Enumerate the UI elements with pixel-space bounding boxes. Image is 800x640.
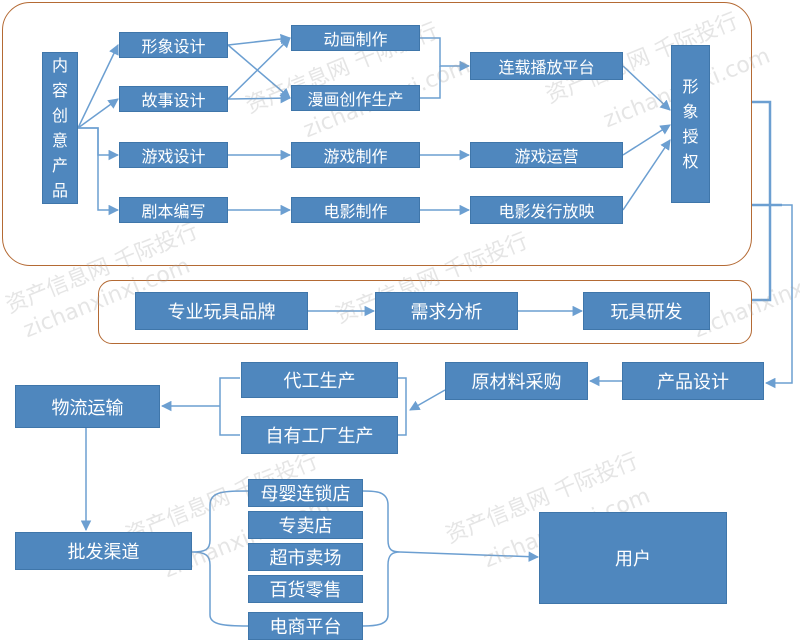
node-label: 需求分析 xyxy=(410,302,483,323)
channel-right-bracket xyxy=(362,490,401,627)
node-label: 原材料采购 xyxy=(471,372,562,393)
arrow-operation-to-licensing xyxy=(622,124,671,156)
node-toy-brand: 专业玩具品牌 xyxy=(135,292,308,330)
node-label: 批发渠道 xyxy=(67,542,140,563)
node-label: 电影发行放映 xyxy=(498,202,595,221)
node-label: 物流运输 xyxy=(51,397,124,419)
node-label: 玩具研发 xyxy=(610,302,683,323)
arrow-content-to-image xyxy=(77,44,119,129)
arrow-content-to-story xyxy=(77,98,119,129)
node-ecommerce: 电商平台 xyxy=(248,612,363,640)
arrow-story-to-comic xyxy=(227,92,292,104)
right-bracket xyxy=(752,100,782,302)
node-label: 专卖店 xyxy=(278,516,333,537)
node-animation-production: 动画制作 xyxy=(291,25,420,51)
arrow-anim-to-platform xyxy=(420,37,471,72)
node-label: 用户 xyxy=(615,549,651,570)
node-label: 内容创意产品 xyxy=(52,56,69,200)
node-game-operation: 游戏运营 xyxy=(470,142,623,168)
node-game-production: 游戏制作 xyxy=(291,142,420,168)
node-script-writing: 剧本编写 xyxy=(119,197,228,223)
node-maternity-chain: 母婴连锁店 xyxy=(248,479,363,507)
node-specialty-store: 专卖店 xyxy=(248,511,363,539)
factory-left-bracket xyxy=(210,377,240,436)
arrow-purchase-to-production xyxy=(409,389,446,411)
node-label: 母婴连锁店 xyxy=(260,484,351,505)
node-label: 游戏运营 xyxy=(514,147,579,166)
node-film-production: 电影制作 xyxy=(291,197,420,223)
node-demand-analysis: 需求分析 xyxy=(375,292,518,330)
node-image-design: 形象设计 xyxy=(119,32,228,58)
arrow-release-to-licensing xyxy=(622,139,671,211)
arrow-bracket-to-product-design xyxy=(764,204,793,389)
node-label: 游戏设计 xyxy=(141,147,206,166)
node-image-licensing: 形象授权 xyxy=(671,45,710,203)
production-bracket xyxy=(398,377,407,436)
node-toy-rnd: 玩具研发 xyxy=(583,292,710,330)
node-serial-platform: 连载播放平台 xyxy=(470,52,623,80)
toy-brand-group xyxy=(98,280,752,344)
channel-left-bracket xyxy=(191,490,249,627)
node-raw-material-purchase: 原材料采购 xyxy=(445,362,588,400)
arrow-content-to-script xyxy=(78,127,120,216)
arrow-story-to-animation xyxy=(227,37,291,100)
node-story-design: 故事设计 xyxy=(119,86,228,112)
node-label: 剧本编写 xyxy=(141,202,206,221)
arrow-comic-to-platform xyxy=(420,66,441,99)
node-logistics: 物流运输 xyxy=(15,385,160,428)
node-supermarket: 超市卖场 xyxy=(248,543,363,571)
node-label: 形象授权 xyxy=(682,77,699,171)
node-comic-production: 漫画创作生产 xyxy=(291,85,420,111)
node-label: 代工生产 xyxy=(283,371,356,392)
arrow-image-to-comic xyxy=(227,44,291,99)
node-label: 超市卖场 xyxy=(269,548,342,569)
node-label: 连载播放平台 xyxy=(498,58,595,77)
node-label: 专业玩具品牌 xyxy=(167,302,276,323)
node-content-creation: 内容创意产品 xyxy=(42,52,78,204)
arrow-channels-to-user xyxy=(399,551,540,562)
node-user: 用户 xyxy=(539,512,727,604)
node-label: 游戏制作 xyxy=(323,147,388,166)
arrow-platform-to-licensing xyxy=(622,65,671,111)
node-product-design: 产品设计 xyxy=(622,362,764,400)
node-label: 动画制作 xyxy=(323,30,388,49)
node-department-store: 百货零售 xyxy=(248,575,363,603)
node-label: 百货零售 xyxy=(269,580,342,601)
content-creation-group xyxy=(2,2,752,266)
node-label: 漫画创作生产 xyxy=(307,90,404,109)
node-own-factory: 自有工厂生产 xyxy=(241,416,398,454)
node-oem-production: 代工生产 xyxy=(241,362,398,398)
node-label: 产品设计 xyxy=(657,372,729,393)
node-label: 电影制作 xyxy=(323,202,388,221)
node-label: 形象设计 xyxy=(141,37,206,56)
node-label: 故事设计 xyxy=(141,91,206,110)
node-game-design: 游戏设计 xyxy=(119,142,228,168)
node-wholesale: 批发渠道 xyxy=(15,532,192,570)
node-label: 自有工厂生产 xyxy=(265,426,374,447)
node-label: 电商平台 xyxy=(269,617,342,638)
node-film-release: 电影发行放映 xyxy=(470,196,623,224)
